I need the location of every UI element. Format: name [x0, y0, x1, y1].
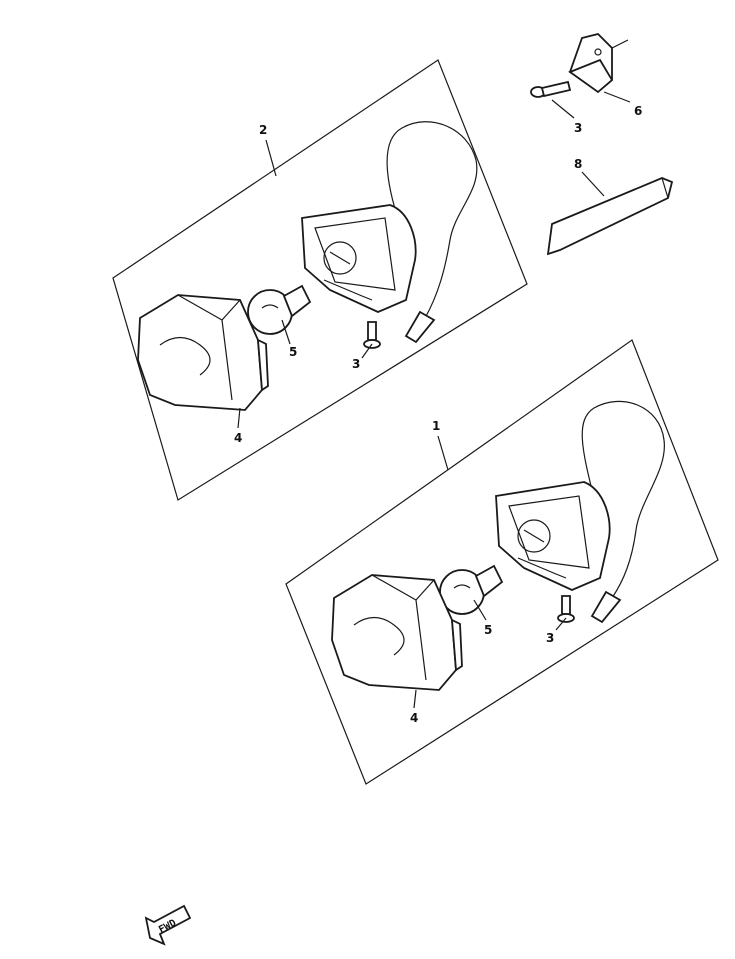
- lens-upper: [137, 294, 269, 411]
- leader-8: [581, 171, 605, 197]
- callout-4-lower: 4: [410, 711, 418, 725]
- leader-3-upper: [361, 343, 373, 359]
- callout-5-lower: 5: [484, 623, 492, 637]
- wire-upper: [386, 121, 478, 319]
- bracket-group: [530, 33, 674, 256]
- forward-direction-arrow: FWD: [144, 904, 192, 946]
- wire-lower: [581, 400, 665, 599]
- callout-3-bracket: 3: [574, 121, 582, 135]
- leader-4-lower: [413, 689, 417, 709]
- leader-5-upper: [281, 319, 291, 345]
- bulb-upper: [247, 284, 312, 335]
- wire-connector-upper: [404, 310, 436, 344]
- screw-lower: [557, 595, 575, 623]
- housing-upper: [301, 204, 417, 313]
- housing-lower: [495, 481, 611, 591]
- turn-signal-assembly-upper: [112, 59, 528, 501]
- bulb-lower: [439, 564, 504, 615]
- leader-2: [265, 139, 277, 177]
- leader-5-lower: [473, 599, 487, 621]
- callout-1: 1: [432, 419, 440, 433]
- wire-connector-lower: [590, 590, 622, 624]
- group-frame-lower: [285, 339, 719, 785]
- leader-1: [437, 435, 449, 471]
- tape-strip: [546, 177, 674, 256]
- fwd-arrow-icon: [144, 904, 192, 946]
- callout-8: 8: [574, 157, 582, 171]
- callout-4-upper: 4: [234, 431, 242, 445]
- callout-5-upper: 5: [289, 345, 297, 359]
- screw-bracket: [530, 80, 572, 98]
- callout-6: 6: [634, 104, 642, 118]
- leader-3-lower: [555, 617, 567, 631]
- lens-lower: [331, 574, 463, 691]
- leader-6: [603, 91, 631, 103]
- callout-3-upper: 3: [352, 357, 360, 371]
- leader-3-bracket: [551, 99, 575, 119]
- bracket: [568, 33, 629, 94]
- callout-2: 2: [259, 123, 267, 137]
- callout-3-lower: 3: [546, 631, 554, 645]
- group-frame-upper: [112, 59, 528, 501]
- leader-4-upper: [237, 407, 241, 429]
- turn-signal-assembly-lower: [285, 339, 719, 785]
